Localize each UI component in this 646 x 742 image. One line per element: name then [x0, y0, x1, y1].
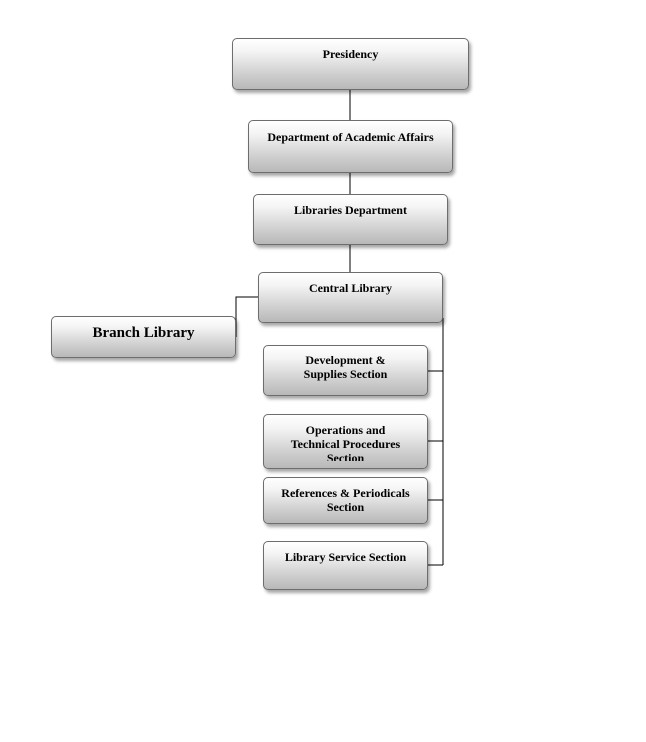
node-label: Central Library	[309, 281, 392, 295]
node-label: Operations and Technical Procedures Sect…	[290, 423, 401, 461]
node-academic-affairs: Department of Academic Affairs	[248, 120, 453, 173]
node-label: Presidency	[322, 47, 379, 61]
node-label: Branch Library	[92, 325, 195, 341]
node-label: Libraries Department	[294, 203, 407, 217]
node-branch-library: Branch Library	[51, 316, 236, 358]
node-central-library: Central Library	[258, 272, 443, 323]
edge-central-branch	[235, 296, 258, 337]
node-label: Library Service Section	[284, 550, 407, 564]
node-label: References & Periodicals Section	[281, 486, 410, 514]
node-label: Development & Supplies Section	[303, 353, 388, 381]
node-label: Department of Academic Affairs	[267, 130, 434, 144]
node-development-supplies: Development & Supplies Section	[263, 345, 428, 396]
node-operations-technical: Operations and Technical Procedures Sect…	[263, 414, 428, 469]
node-libraries-department: Libraries Department	[253, 194, 448, 245]
node-library-service: Library Service Section	[263, 541, 428, 590]
node-presidency: Presidency	[232, 38, 469, 90]
node-references-periodicals: References & Periodicals Section	[263, 477, 428, 524]
